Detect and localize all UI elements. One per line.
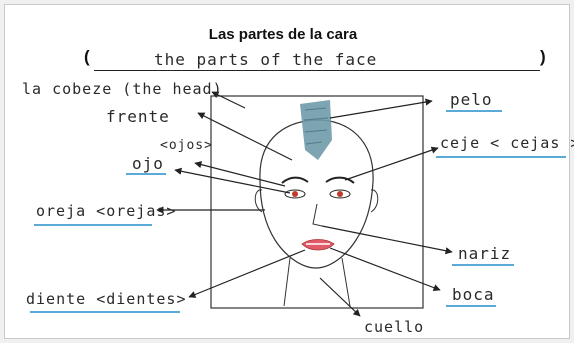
right-iris	[337, 191, 343, 197]
label-nose: nariz	[458, 244, 512, 263]
label-eyebrow: ceje < cejas >	[440, 134, 574, 152]
close-paren: )	[540, 47, 546, 66]
label-eyes-plural: <ojos>	[160, 138, 213, 153]
subtitle-underline	[94, 70, 540, 71]
label-mouth-underline	[446, 305, 496, 307]
picture-frame	[210, 95, 424, 309]
arrow-forehead	[197, 112, 293, 161]
arrow-nose	[321, 225, 453, 255]
arrow-head	[211, 91, 246, 109]
label-hair: pelo	[450, 90, 493, 109]
label-tooth: diente <dientes>	[26, 290, 187, 308]
label-neck: cuello	[364, 318, 425, 336]
right-eyebrow	[325, 176, 355, 184]
label-ear-underline	[34, 224, 152, 226]
hair-shape	[300, 100, 332, 160]
label-ear: oreja <orejas>	[36, 202, 177, 220]
label-head: la cobeze (the head)	[22, 80, 223, 98]
label-forehead: frente	[106, 107, 170, 126]
right-ear	[370, 189, 379, 213]
arrow-mouth	[329, 247, 441, 292]
left-eyebrow	[281, 176, 309, 184]
open-paren: (	[84, 47, 90, 66]
arrow-eyes	[194, 161, 286, 187]
arrow-tooth	[188, 249, 306, 298]
hair-strokes	[303, 107, 329, 145]
left-iris	[292, 191, 298, 197]
label-hair-underline	[446, 110, 502, 112]
worksheet-title: Las partes de la cara	[208, 26, 358, 43]
subtitle-handwritten: the parts of the face	[154, 50, 378, 69]
nose	[312, 203, 323, 227]
arrow-hair	[329, 98, 433, 119]
arrow-eye	[174, 167, 291, 194]
neck-left	[283, 257, 291, 307]
label-eyebrow-underline	[436, 156, 566, 158]
arrow-neck	[319, 277, 361, 317]
label-eye: ojo	[132, 154, 164, 173]
label-mouth: boca	[452, 285, 495, 304]
label-tooth-underline	[30, 311, 180, 313]
label-eye-underline	[126, 173, 166, 175]
arrow-eyebrow	[344, 146, 439, 181]
label-nose-underline	[452, 264, 514, 266]
neck-right	[341, 257, 351, 307]
